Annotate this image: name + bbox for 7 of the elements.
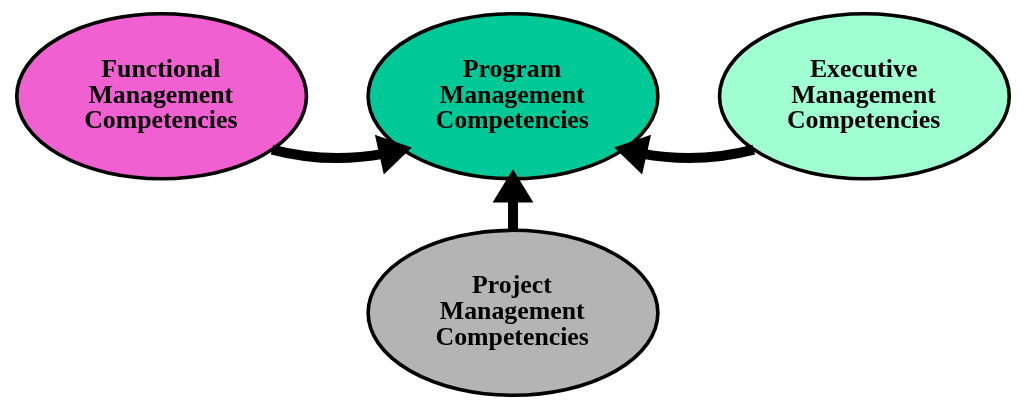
node-ellipse: Executive Management Competencies bbox=[717, 11, 1012, 181]
node-ellipse: Project Management Competencies bbox=[366, 228, 660, 398]
node-ellipse: Program Management Competencies bbox=[366, 11, 660, 181]
arrow bbox=[614, 134, 755, 175]
arrow bbox=[270, 134, 412, 175]
node-ellipse: Functional Management Competencies bbox=[14, 11, 309, 181]
arrow bbox=[492, 169, 534, 230]
